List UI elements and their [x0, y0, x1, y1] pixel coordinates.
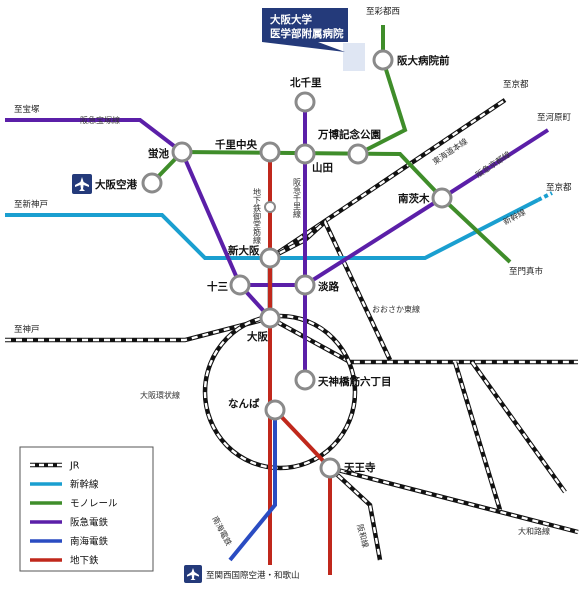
- label-tenroku: 天神橋筋六丁目: [318, 375, 392, 388]
- station-node-handai[interactable]: [372, 49, 394, 71]
- jr-hanwa-line: [328, 466, 383, 561]
- legend-item: モノレール: [30, 499, 118, 510]
- label-yamada: 山田: [312, 161, 333, 174]
- label-hotarugaike: 蛍池: [148, 147, 169, 160]
- dest-kawaramachi: 至河原町: [537, 112, 572, 123]
- jr-loop-line: [202, 313, 358, 471]
- legend-label: 地下鉄: [70, 555, 99, 567]
- line-shinkansen: 新幹線: [501, 207, 527, 227]
- line-kyoto: 阪急京都線: [474, 149, 513, 180]
- station-nodes: [141, 49, 453, 479]
- line-takarazuka: 阪急宝塚線: [80, 115, 120, 125]
- station-node-senri[interactable]: [294, 91, 316, 113]
- label-handai: 阪大病院前: [397, 54, 450, 67]
- legend-item: 阪急電鉄: [30, 517, 109, 529]
- legend-label: JR: [69, 461, 80, 472]
- station-node-airport[interactable]: [141, 172, 163, 194]
- dest-saito: 至彩都西: [366, 6, 400, 17]
- line-hanwa: 阪和線: [355, 523, 371, 549]
- kix-airplane-icon: [184, 565, 202, 583]
- legend-label: 新幹線: [70, 479, 99, 491]
- monorail-line: [150, 25, 512, 264]
- station-node-juso[interactable]: [229, 274, 251, 296]
- line-midosuji: 地下鉄御堂筋線: [253, 187, 262, 244]
- label-osaka: 大阪: [247, 330, 268, 343]
- line-senri: 阪急千里線: [293, 178, 302, 218]
- line-nankai: 南海電鉄: [210, 514, 234, 547]
- shinkansen-line: [5, 191, 553, 260]
- station-node-osaka[interactable]: [259, 307, 281, 329]
- station-node-shinosaka[interactable]: [259, 247, 281, 269]
- dest-kix: 至関西国際空港・和歌山: [206, 570, 300, 581]
- station-node-tennoji[interactable]: [319, 457, 341, 479]
- jr-yamatoji-line: [329, 360, 579, 535]
- station-node-small: [264, 201, 276, 213]
- line-higashi: おおさか東線: [372, 304, 420, 314]
- callout-line2: 医学部附属病院: [270, 27, 344, 40]
- label-juso: 十三: [207, 280, 228, 293]
- label-banpaku: 万博記念公園: [317, 128, 381, 141]
- dest-takarazuka: 至宝塚: [14, 104, 40, 115]
- station-node-awaji[interactable]: [294, 274, 316, 296]
- hospital-callout: 大阪大学 医学部附属病院: [262, 8, 365, 71]
- dest-kyoto2: 至京都: [546, 182, 572, 193]
- legend-label: モノレール: [70, 499, 118, 510]
- station-labels: 阪大病院前 北千里 万博記念公園 山田 千里中央 蛍池 大阪空港 南茨木 新大阪…: [95, 54, 450, 474]
- legend-label: 南海電鉄: [70, 536, 109, 548]
- station-node-yamada[interactable]: [294, 143, 316, 165]
- dest-kadoma: 至門真市: [509, 266, 544, 277]
- nankai-line: [228, 410, 277, 562]
- label-ibaraki: 南茨木: [398, 192, 430, 205]
- legend-item: 新幹線: [30, 479, 99, 491]
- label-tennoji: 天王寺: [344, 461, 376, 474]
- station-node-namba[interactable]: [264, 399, 286, 421]
- dest-kobe: 至神戸: [14, 324, 40, 335]
- callout-line1: 大阪大学: [270, 13, 312, 26]
- jr-osaka-higashi-line: [268, 218, 393, 361]
- station-node-ibaraki[interactable]: [431, 187, 453, 209]
- label-senri: 北千里: [290, 76, 322, 89]
- label-airport: 大阪空港: [95, 178, 137, 191]
- dest-shinkobe: 至新神戸: [14, 199, 48, 210]
- station-node-hotarugaike[interactable]: [171, 141, 193, 163]
- legend-item: 南海電鉄: [30, 536, 109, 548]
- legend-item: JR: [30, 461, 80, 472]
- label-awaji: 淡路: [318, 280, 339, 293]
- jr-kobe-line: [5, 315, 578, 365]
- label-senrichuo: 千里中央: [215, 138, 257, 151]
- dest-kyoto1: 至京都: [503, 79, 529, 90]
- label-namba: なんば: [228, 397, 260, 410]
- legend-label: 阪急電鉄: [70, 517, 109, 529]
- station-node-senrichuo[interactable]: [259, 141, 281, 163]
- line-loop: 大阪環状線: [140, 390, 180, 400]
- destination-labels: 至彩都西 至京都 至宝塚 至河原町 至京都 至新神戸 至門真市 至神戸: [14, 6, 572, 335]
- station-node-tenroku[interactable]: [294, 369, 316, 391]
- station-node-banpaku[interactable]: [347, 143, 369, 165]
- line-yamatoji: 大和路線: [518, 526, 550, 536]
- label-shinosaka: 新大阪: [228, 244, 260, 257]
- airplane-icon: [72, 174, 92, 194]
- legend-item: 地下鉄: [30, 555, 99, 567]
- line-tokaido: 東海道本線: [431, 136, 470, 167]
